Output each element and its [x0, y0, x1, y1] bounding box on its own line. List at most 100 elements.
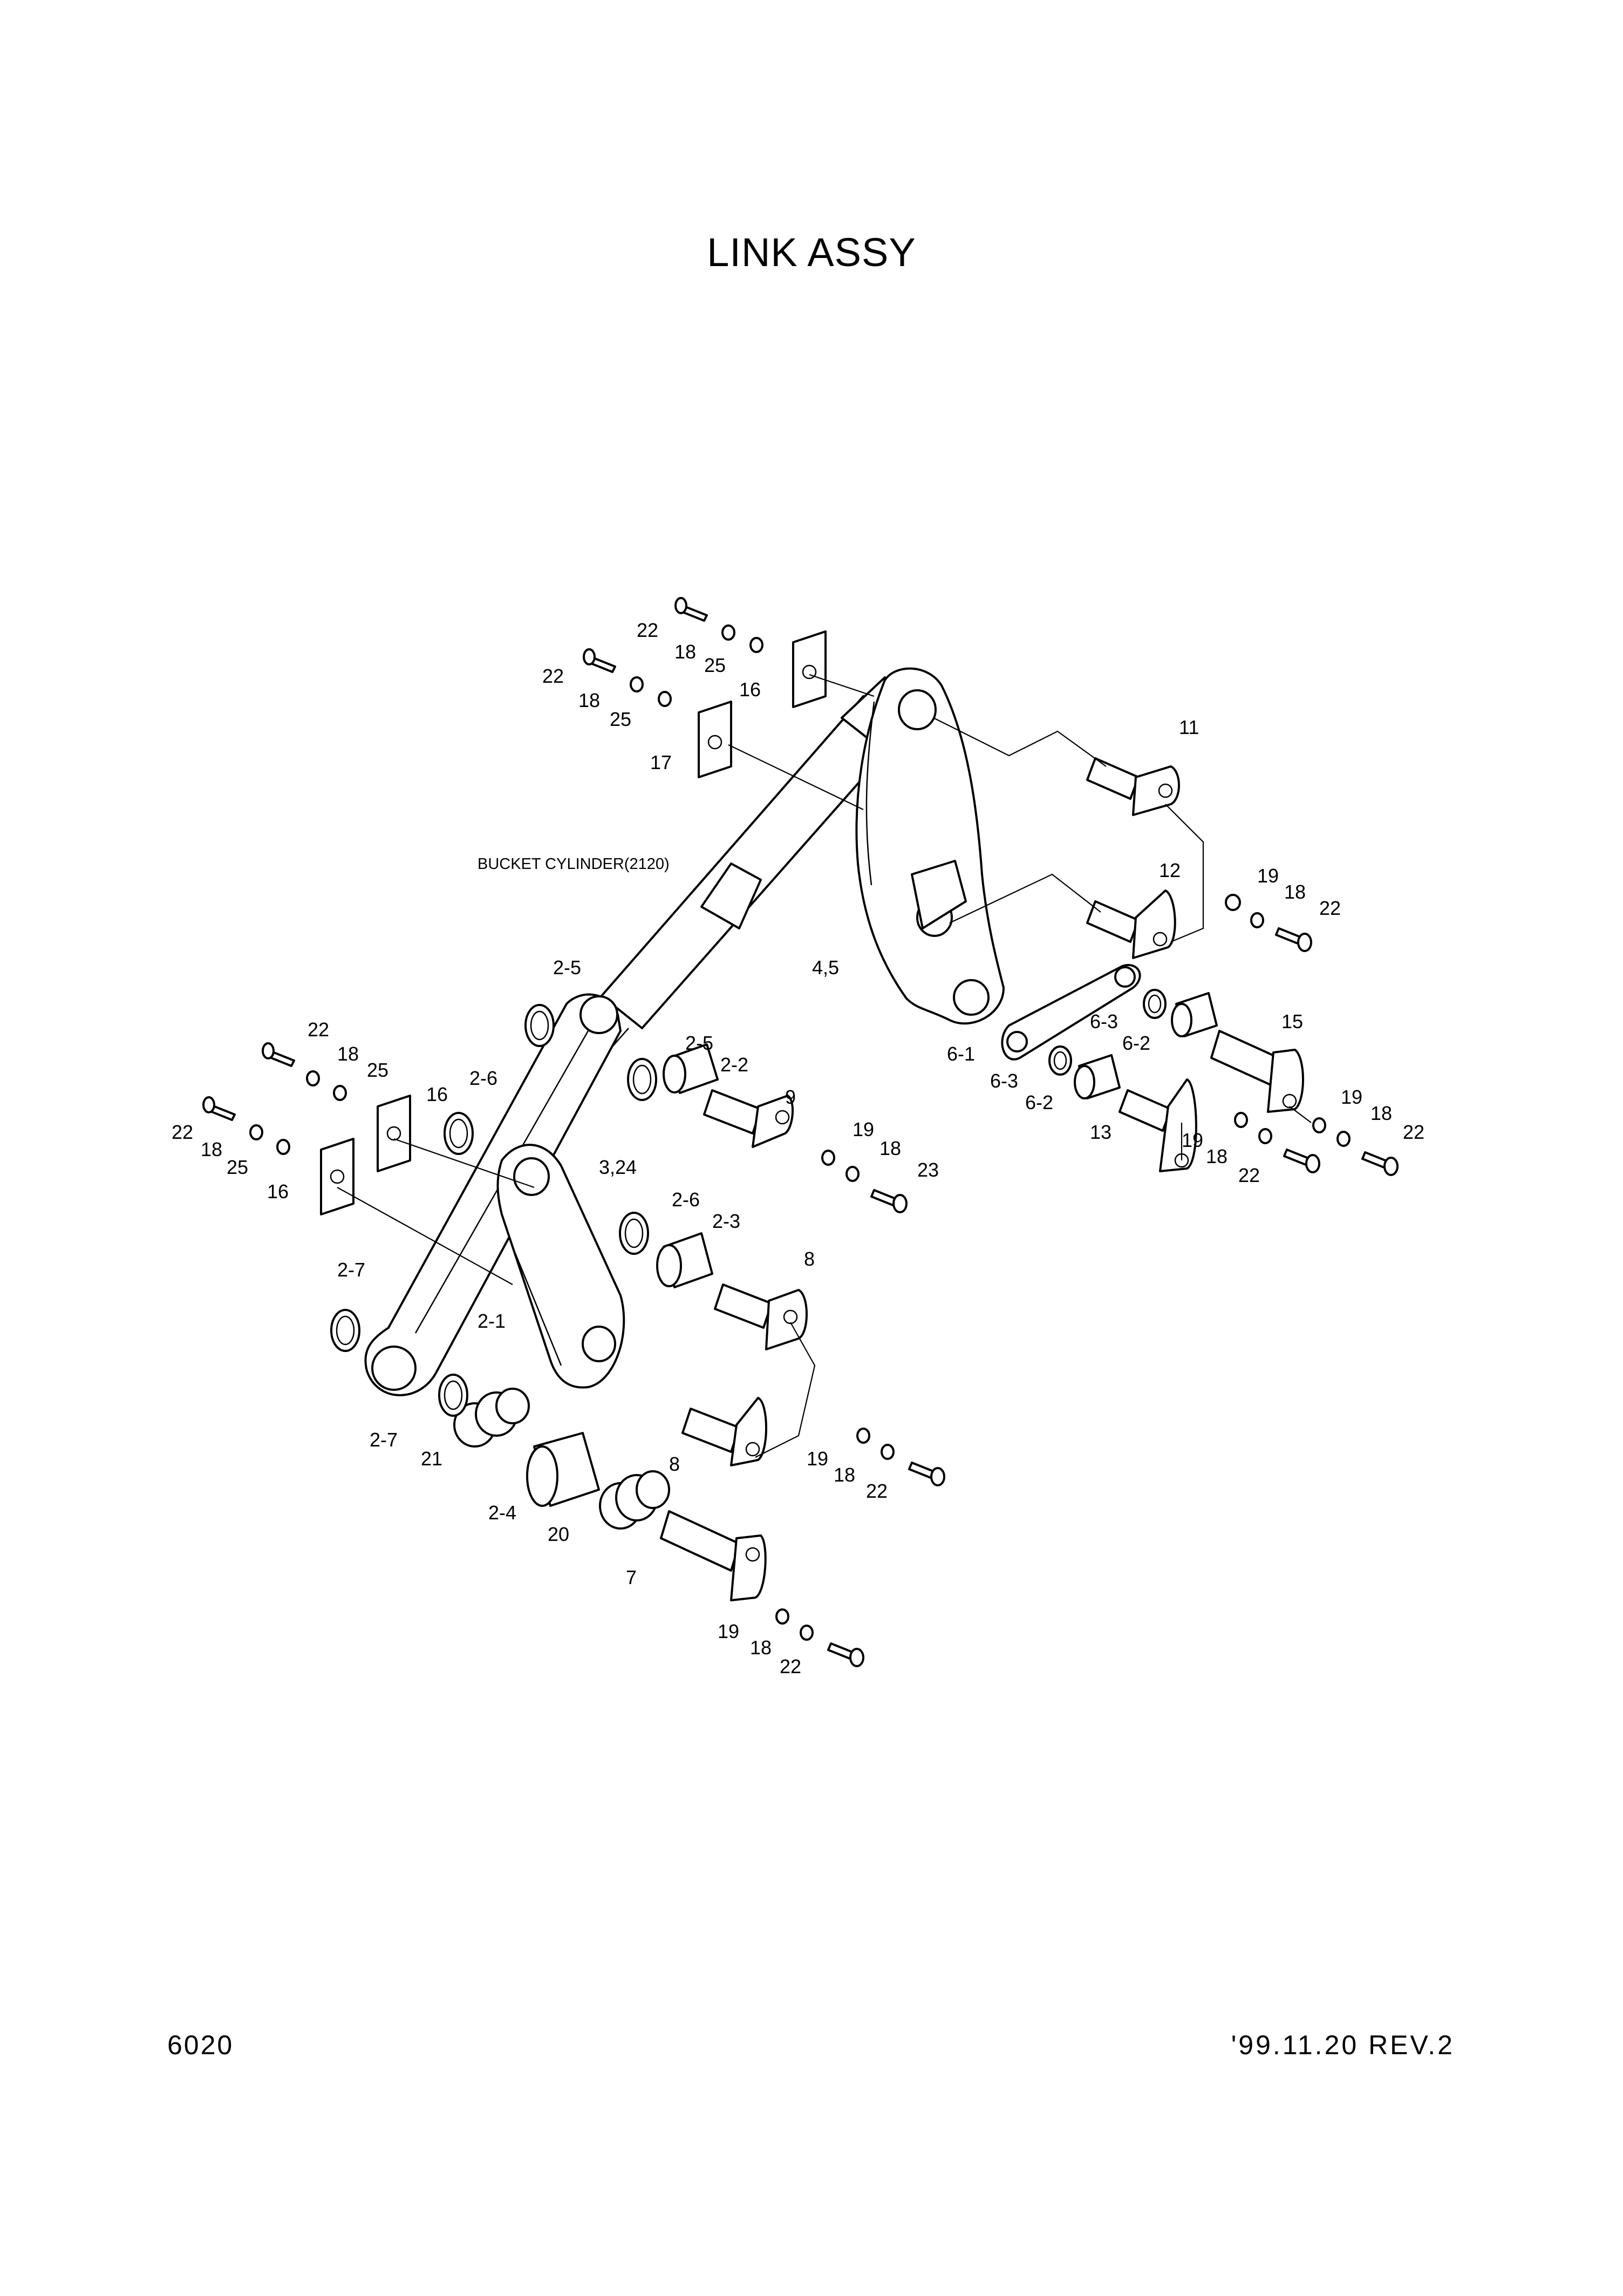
callout-11: 11	[1179, 716, 1199, 738]
seal-20	[599, 1470, 670, 1530]
callout-19: 19	[807, 1448, 828, 1470]
arm-3-24	[496, 1144, 625, 1389]
washer-18-top	[721, 624, 735, 641]
ring-2-7-b	[438, 1374, 468, 1417]
washer-18-9	[845, 1166, 860, 1182]
callout-18: 18	[834, 1464, 855, 1486]
callout-15: 15	[1281, 1010, 1303, 1032]
callout-22: 22	[1238, 1164, 1260, 1186]
washer-25-top2	[658, 691, 672, 707]
callout-2-7: 2-7	[337, 1259, 365, 1281]
callout-20: 20	[548, 1523, 569, 1545]
page-number: 6020	[167, 2030, 234, 2060]
bolt-22-top2	[583, 648, 616, 673]
bolt-22-r	[1275, 927, 1312, 952]
washer-25-top	[749, 637, 763, 653]
callout-19: 19	[718, 1620, 739, 1642]
callout-22: 22	[866, 1480, 888, 1502]
callout-23: 23	[917, 1159, 939, 1181]
callout-4-5: 4,5	[812, 956, 839, 979]
washer-19-9	[821, 1150, 835, 1166]
washer-25-l1	[333, 1085, 347, 1101]
washer-19-r	[1225, 894, 1241, 911]
callout-13: 13	[1090, 1121, 1111, 1143]
washer-19-15	[1312, 1117, 1326, 1133]
callout-17: 17	[650, 751, 672, 773]
washer-18-7	[800, 1625, 814, 1641]
pin-8-upper	[714, 1283, 808, 1350]
callout-2-4: 2-4	[488, 1502, 516, 1524]
callout-6-2: 6-2	[1122, 1032, 1150, 1054]
bolt-22-7	[827, 1642, 864, 1667]
pin-7	[660, 1510, 767, 1601]
bolt-22-13	[1283, 1149, 1320, 1173]
pin-8-lower	[681, 1397, 767, 1466]
washer-18-l1	[306, 1070, 320, 1086]
callout-18: 18	[750, 1636, 772, 1659]
callout-2-2: 2-2	[720, 1054, 748, 1076]
callout-18: 18	[337, 1043, 359, 1065]
callout-22: 22	[308, 1018, 329, 1041]
ring-6-3-lower	[1048, 1045, 1072, 1076]
bushing-2-4	[526, 1432, 600, 1507]
callout-18: 18	[1206, 1145, 1228, 1167]
page-title: LINK ASSY	[707, 230, 916, 275]
callout-12: 12	[1159, 859, 1181, 881]
callout-22: 22	[637, 619, 658, 641]
link-6-1	[1001, 964, 1141, 1061]
washer-18-8	[881, 1444, 895, 1460]
callout-2-1: 2-1	[478, 1310, 506, 1332]
callout-labels: 22 18 25 16 22 18 25 17 BUCKET CYLINDER(…	[172, 619, 1424, 1677]
callout-19: 19	[1341, 1086, 1362, 1108]
ring-2-7-a	[330, 1309, 360, 1352]
callout-2-5: 2-5	[685, 1032, 713, 1054]
plate-16-left-a	[377, 1095, 411, 1172]
callout-22: 22	[172, 1121, 193, 1143]
bushing-6-2-upper	[1171, 992, 1218, 1037]
washer-19-8	[856, 1428, 870, 1444]
plate-16-top	[792, 630, 827, 708]
assembly-lines	[337, 674, 1312, 1458]
callout-6-1: 6-1	[947, 1043, 975, 1065]
callout-21: 21	[421, 1448, 442, 1470]
callout-22: 22	[1403, 1121, 1424, 1143]
callout-19: 19	[853, 1118, 874, 1140]
callout-16: 16	[426, 1083, 448, 1105]
washer-18-r	[1250, 912, 1264, 928]
bushing-6-2-lower	[1074, 1054, 1121, 1099]
washer-18-15	[1336, 1131, 1351, 1147]
callout-22: 22	[542, 665, 564, 687]
callout-25: 25	[704, 654, 726, 676]
pin-13	[1119, 1078, 1197, 1172]
callout-6-3: 6-3	[990, 1070, 1018, 1092]
callout-18: 18	[201, 1138, 222, 1160]
ring-2-6-b	[619, 1212, 649, 1255]
plate-17	[698, 701, 732, 778]
callout-8: 8	[804, 1248, 815, 1270]
bushing-2-2	[663, 1043, 719, 1094]
link-4-5	[855, 667, 1005, 1025]
bolt-22-l1	[262, 1042, 295, 1067]
bolt-22-8	[908, 1462, 945, 1486]
bolt-23	[870, 1189, 908, 1213]
callout-6-3: 6-3	[1090, 1010, 1118, 1032]
washer-25-l2	[276, 1139, 290, 1155]
pin-12	[1086, 889, 1176, 959]
washer-18-top2	[630, 676, 644, 692]
pin-9	[703, 1089, 794, 1148]
bolt-22-top	[674, 597, 708, 622]
pin-11	[1086, 757, 1180, 816]
callout-16: 16	[739, 678, 761, 701]
ring-2-6-a	[444, 1112, 474, 1155]
callout-22: 22	[780, 1655, 801, 1677]
callout-18: 18	[578, 689, 600, 711]
seal-21	[453, 1388, 530, 1448]
callout-25: 25	[610, 708, 631, 730]
callout-8: 8	[669, 1453, 680, 1475]
callout-2-6: 2-6	[672, 1188, 700, 1211]
washer-19-13	[1234, 1112, 1248, 1128]
callout-18: 18	[879, 1137, 901, 1159]
pin-15	[1210, 1030, 1304, 1113]
